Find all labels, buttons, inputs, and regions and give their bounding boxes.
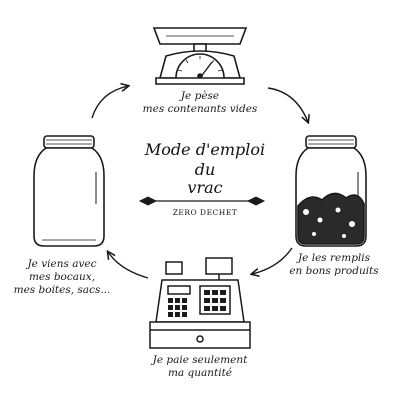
caption-line: Je paie seulement — [152, 354, 248, 366]
curved-arrow-icon — [108, 252, 149, 279]
title-line-2: du — [194, 160, 216, 179]
caption-line: Je pèse — [180, 90, 220, 102]
caption-line: mes boites, sacs... — [13, 284, 111, 296]
curved-arrow-icon — [91, 86, 128, 119]
title-divider — [138, 196, 266, 206]
caption-full-jar: Je les remplis en bons produits — [284, 252, 384, 278]
caption-line: ma quantité — [167, 367, 233, 379]
subtitle-zero-dechet: ZERO DECHET — [172, 208, 238, 217]
caption-line: en bons produits — [289, 265, 379, 277]
caption-empty-jar: Je viens avec mes bocaux, mes boites, sa… — [6, 258, 118, 297]
curved-arrow-icon — [267, 87, 308, 122]
caption-line: mes contenants vides — [142, 103, 258, 115]
title-line-1: Mode d'emploi — [144, 140, 266, 159]
full-jar-icon — [295, 135, 367, 247]
curved-arrow-icon — [252, 247, 293, 274]
title-line-3: vrac — [187, 178, 223, 197]
empty-jar-icon — [33, 135, 105, 247]
cash-register-icon — [149, 257, 251, 349]
caption-line: mes bocaux, — [28, 271, 96, 283]
caption-register: Je paie seulement ma quantité — [140, 354, 260, 380]
caption-line: Je viens avec — [27, 258, 97, 270]
scale-icon — [152, 27, 248, 85]
caption-line: Je les remplis — [297, 252, 371, 264]
caption-scale: Je pèse mes contenants vides — [138, 90, 262, 116]
cycle-arrows — [91, 86, 308, 279]
